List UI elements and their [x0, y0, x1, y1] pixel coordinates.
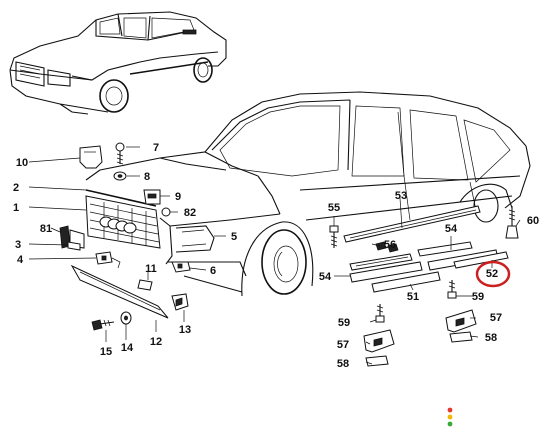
callout-14: 14 [121, 342, 134, 354]
callout-51: 51 [407, 291, 419, 303]
callout-57-right: 57 [490, 312, 502, 324]
status-dot-green [447, 421, 453, 427]
callout-58-right: 58 [485, 332, 497, 344]
callout-59-left: 59 [338, 317, 350, 329]
front-grille-assembly [59, 142, 191, 331]
status-dot-yellow [447, 414, 453, 420]
callout-13: 13 [179, 324, 191, 336]
leader-lines [28, 146, 521, 365]
callout-54-lower: 54 [319, 271, 332, 283]
callout-10: 10 [16, 157, 28, 169]
callout-15: 15 [100, 346, 112, 358]
callout-58-left: 58 [337, 358, 349, 370]
callout-7: 7 [153, 142, 159, 154]
callout-9: 9 [175, 191, 181, 203]
callout-3: 3 [15, 239, 21, 251]
car-thumbnail [9, 11, 227, 115]
callout-5: 5 [231, 231, 237, 243]
callout-11: 11 [145, 263, 157, 275]
highlight-circle-52 [475, 260, 511, 288]
callout-labels: 1 2 3 4 5 6 7 8 9 10 11 12 13 14 15 81 8… [13, 142, 539, 370]
status-dot-red [447, 407, 453, 413]
callout-12: 12 [150, 336, 162, 348]
callout-59-right: 59 [472, 291, 484, 303]
callout-1: 1 [13, 202, 19, 214]
callout-55: 55 [328, 202, 340, 214]
callout-82: 82 [184, 207, 196, 219]
callout-4: 4 [17, 254, 24, 266]
callout-57-left: 57 [337, 339, 349, 351]
callout-54-center: 54 [445, 223, 458, 235]
car-body-outline [85, 91, 531, 297]
callout-8: 8 [144, 171, 150, 183]
callout-56: 56 [384, 239, 396, 251]
side-moldings [329, 205, 519, 367]
status-dots [447, 407, 453, 427]
callout-6: 6 [210, 265, 216, 277]
callout-2: 2 [13, 182, 19, 194]
callout-81: 81 [40, 223, 52, 235]
callout-60: 60 [527, 215, 539, 227]
callout-52: 52 [486, 268, 498, 280]
four-rings-emblem [99, 216, 137, 234]
callout-53: 53 [395, 190, 407, 202]
